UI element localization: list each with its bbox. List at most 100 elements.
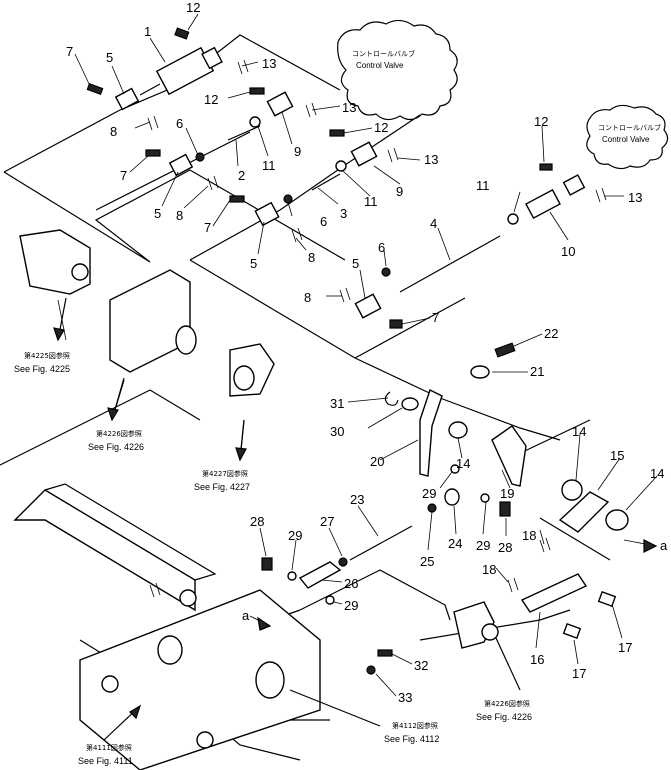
part-number: 33: [398, 690, 412, 705]
lever-assembly: [384, 342, 629, 533]
part-number: 30: [330, 424, 344, 439]
figure-ref-en: See Fig. 4111: [78, 756, 133, 766]
part-number: a: [242, 608, 250, 623]
figure-ref-4112: 第4112図参照 See Fig. 4112: [384, 721, 439, 744]
part-number: 29: [344, 598, 358, 613]
control-valve-cloud-top: [337, 19, 458, 121]
control-valve-jp: コントロールバルブ: [598, 123, 661, 132]
control-valve-en: Control Valve: [356, 61, 404, 70]
part-number: 13: [262, 56, 276, 71]
part-number: 8: [110, 124, 117, 139]
control-valve-label-top: コントロールバルブ Control Valve: [352, 49, 415, 70]
part-number: 22: [544, 326, 558, 341]
figure-ref-4226-right: 第4226図参照 See Fig. 4226: [476, 699, 532, 722]
part-number: 5: [352, 256, 359, 271]
figure-ref-en: See Fig. 4225: [14, 364, 70, 374]
figure-ref-4111: 第4111図参照 See Fig. 4111: [78, 743, 133, 766]
part-number: 11: [476, 178, 490, 193]
part-number: 12: [186, 0, 200, 15]
rod-part-2: [195, 116, 261, 162]
part-number: 6: [320, 214, 327, 229]
bracket-fig-4226-left: [109, 269, 197, 421]
part-number: 7: [120, 168, 127, 183]
rod-part-10: [525, 163, 586, 220]
bolt-part-12-mid: [249, 87, 265, 95]
part-number: 5: [106, 50, 113, 65]
clevis-part-5-top: [114, 87, 140, 111]
bracket-fig-4226-bottom: [453, 601, 499, 649]
part-number: 20: [370, 454, 384, 469]
figure-ref-en: See Fig. 4112: [384, 734, 439, 744]
part-number: 25: [420, 554, 434, 569]
part-number: 6: [378, 240, 385, 255]
part-number: 13: [342, 100, 356, 115]
leader-lines: [57, 13, 658, 697]
link-part-16: [520, 573, 617, 639]
part-number: 12: [534, 114, 548, 129]
split-pins: [147, 59, 607, 598]
control-valve-cloud-right: [586, 104, 669, 170]
part-number: 5: [250, 256, 257, 271]
part-number: 8: [304, 290, 311, 305]
clevis-part-5-mid: [145, 149, 194, 177]
part-number: 2: [238, 168, 245, 183]
part-number: 23: [350, 492, 364, 507]
cylinder-part-1: [139, 46, 223, 96]
rod-part-4: [381, 213, 519, 293]
part-number: 3: [340, 206, 347, 221]
part-number: 5: [154, 206, 161, 221]
reference-arrows: [53, 327, 658, 741]
part-number: 11: [262, 158, 276, 173]
figure-ref-en: See Fig. 4226: [88, 442, 144, 452]
part-number: 17: [572, 666, 586, 681]
figure-ref-jp: 第4226図参照: [484, 699, 530, 708]
bracket-fig-4225: [19, 229, 91, 341]
part-number: 21: [530, 364, 544, 379]
control-valve-jp: コントロールバルブ: [352, 49, 415, 58]
part-number: 12: [204, 92, 218, 107]
rod-part-23: [349, 488, 511, 561]
figure-ref-4225: 第4225図参照 See Fig. 4225: [14, 351, 70, 374]
figure-ref-jp: 第4227図参照: [202, 469, 248, 478]
part-number: 29: [422, 486, 436, 501]
part-number: 9: [294, 144, 301, 159]
clevis-part-5-low: [229, 195, 280, 227]
figure-ref-en: See Fig. 4227: [194, 482, 250, 492]
part-number: 9: [396, 184, 403, 199]
part-number: 11: [364, 194, 378, 209]
part-number: 7: [66, 44, 73, 59]
link-part-26: [261, 557, 348, 605]
part-number: 32: [414, 658, 428, 673]
part-number: 14: [456, 456, 470, 471]
part-number: 6: [176, 116, 183, 131]
part-number: 10: [561, 244, 575, 259]
figure-ref-jp: 第4112図参照: [392, 721, 438, 730]
control-valve-en: Control Valve: [602, 135, 650, 144]
part-number: 18: [522, 528, 536, 543]
part-number: 8: [308, 250, 315, 265]
bolt-part-12-top: [174, 27, 190, 40]
part-number-labels: 1 2 3 4 5 5 5 5 6 6 6 7 7 7 7 8 8 8 8 9 …: [66, 0, 668, 705]
control-valve-label-right: コントロールバルブ Control Valve: [598, 123, 661, 144]
clevis-part-9-top: [266, 91, 294, 117]
part-number: 4: [430, 216, 437, 231]
figure-ref-jp: 第4226図参照: [96, 429, 142, 438]
frame-beam: [13, 483, 217, 612]
part-number: 18: [482, 562, 496, 577]
figure-ref-jp: 第4225図参照: [24, 351, 70, 360]
part-number: 17: [618, 640, 632, 655]
part-number: 13: [424, 152, 438, 167]
part-number: 13: [628, 190, 642, 205]
part-number: 7: [432, 310, 439, 325]
frame-base: [79, 589, 321, 770]
clevis-part-5-right: [354, 293, 403, 329]
part-number: 29: [288, 528, 302, 543]
figure-ref-4227: 第4227図参照 See Fig. 4227: [194, 469, 250, 492]
part-number: 8: [176, 208, 183, 223]
part-number: 27: [320, 514, 334, 529]
rod-part-3: [283, 160, 347, 204]
part-number: 16: [530, 652, 544, 667]
figure-ref-4226-left: 第4226図参照 See Fig. 4226: [88, 429, 144, 452]
